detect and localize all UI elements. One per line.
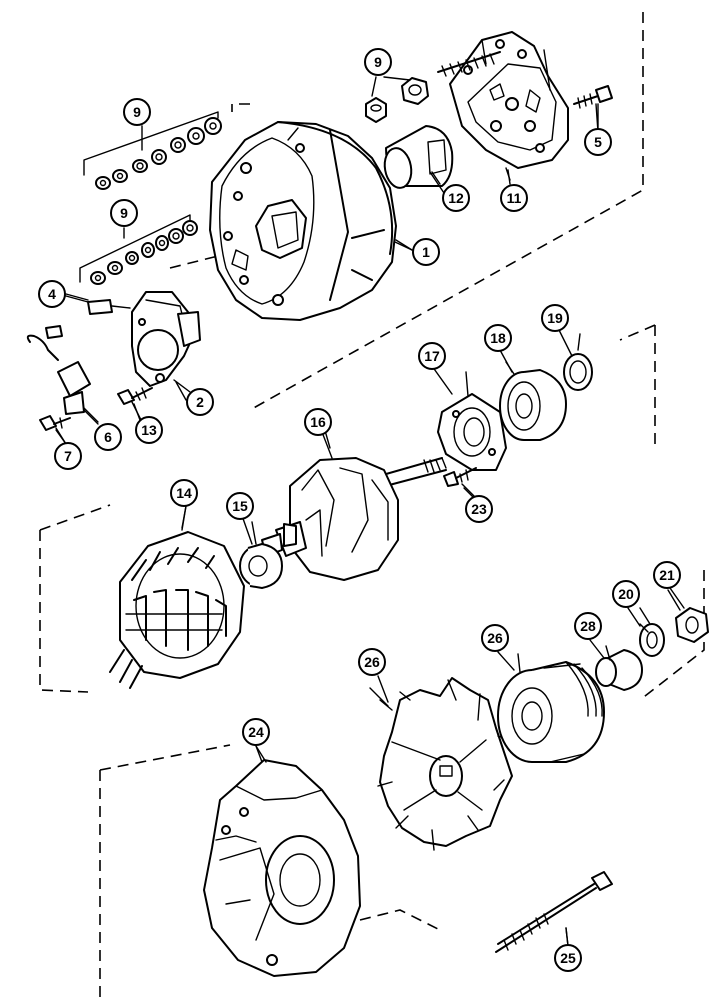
callout-label: 28	[580, 618, 596, 634]
callout-label: 20	[618, 586, 634, 602]
callout-label: 7	[64, 448, 72, 464]
callout-label: 26	[487, 630, 503, 646]
callout-11: 11	[500, 184, 528, 212]
callout-label: 24	[248, 724, 264, 740]
callout-9-lower: 9	[110, 199, 138, 227]
callout-label: 18	[490, 330, 506, 346]
callout-16: 16	[304, 408, 332, 436]
callout-12: 12	[442, 184, 470, 212]
terminal-nut	[365, 76, 429, 123]
voltage-regulator	[131, 291, 201, 393]
stator-winding	[109, 505, 245, 689]
cooling-fan	[369, 677, 513, 851]
callout-label: 2	[196, 394, 204, 410]
callout-20: 20	[612, 580, 640, 608]
callout-1: 1	[412, 238, 440, 266]
callout-label: 26	[364, 654, 380, 670]
nut-washer-set-upper	[83, 111, 222, 190]
pulley-spacer	[595, 645, 643, 691]
rectifier-bridge	[437, 31, 569, 181]
callout-label: 17	[424, 348, 440, 364]
callout-label: 25	[560, 950, 576, 966]
callout-28: 28	[574, 612, 602, 640]
assembly-boundary-lines	[39, 12, 705, 1000]
pulley-nut	[667, 589, 709, 643]
slip-ring-bearing	[239, 521, 283, 589]
callout-27: 26	[481, 624, 509, 652]
callout-24: 24	[242, 718, 270, 746]
callout-9-upper: 9	[123, 98, 151, 126]
regulator-screw	[117, 387, 153, 423]
callout-label: 9	[120, 205, 128, 221]
callout-25: 25	[554, 944, 582, 972]
callout-6: 6	[94, 423, 122, 451]
callout-18: 18	[484, 324, 512, 352]
callout-14: 14	[170, 479, 198, 507]
callout-label: 13	[141, 422, 157, 438]
drive-pulley	[497, 653, 605, 763]
callout-17: 17	[418, 342, 446, 370]
suppression-capacitor	[26, 325, 99, 423]
lock-washer	[639, 607, 665, 657]
callout-2: 2	[186, 388, 214, 416]
retainer-screw	[443, 467, 477, 499]
nut-washer-set-lower	[79, 214, 198, 285]
suppressor-screw	[39, 415, 71, 445]
rectifier-screw	[573, 85, 613, 129]
callout-label: 5	[594, 134, 602, 150]
callout-13: 13	[135, 416, 163, 444]
callout-label: 19	[547, 310, 563, 326]
callout-label: 15	[232, 498, 248, 514]
drive-end-bearing	[499, 361, 567, 441]
brush-holder	[65, 293, 131, 315]
callout-label: 1	[422, 244, 430, 260]
callout-7: 7	[54, 442, 82, 470]
callout-label: 23	[471, 501, 487, 517]
callout-label: 12	[448, 190, 464, 206]
rotor-assembly	[261, 419, 447, 581]
leader-lines	[55, 103, 685, 947]
bearing-spacer	[563, 333, 593, 391]
drive-end-housing	[209, 121, 413, 321]
callout-9-top: 9	[364, 48, 392, 76]
callout-label: 16	[310, 414, 326, 430]
callout-5: 5	[584, 128, 612, 156]
through-bolt	[495, 871, 613, 953]
callout-19: 19	[541, 304, 569, 332]
slip-ring-end-housing	[203, 745, 361, 977]
callout-label: 4	[48, 286, 56, 302]
callout-15: 15	[226, 492, 254, 520]
callout-label: 9	[133, 104, 141, 120]
callout-26: 26	[358, 648, 386, 676]
callout-label: 11	[507, 190, 522, 206]
callout-4: 4	[38, 280, 66, 308]
callout-23: 23	[465, 495, 493, 523]
capacitor-sleeve	[383, 125, 454, 197]
callout-label: 9	[374, 54, 382, 70]
callout-label: 6	[104, 429, 112, 445]
callout-21: 21	[653, 561, 681, 589]
bearing-retainer-plate	[437, 371, 507, 471]
callout-label: 21	[659, 567, 675, 583]
callout-label: 14	[176, 485, 192, 501]
